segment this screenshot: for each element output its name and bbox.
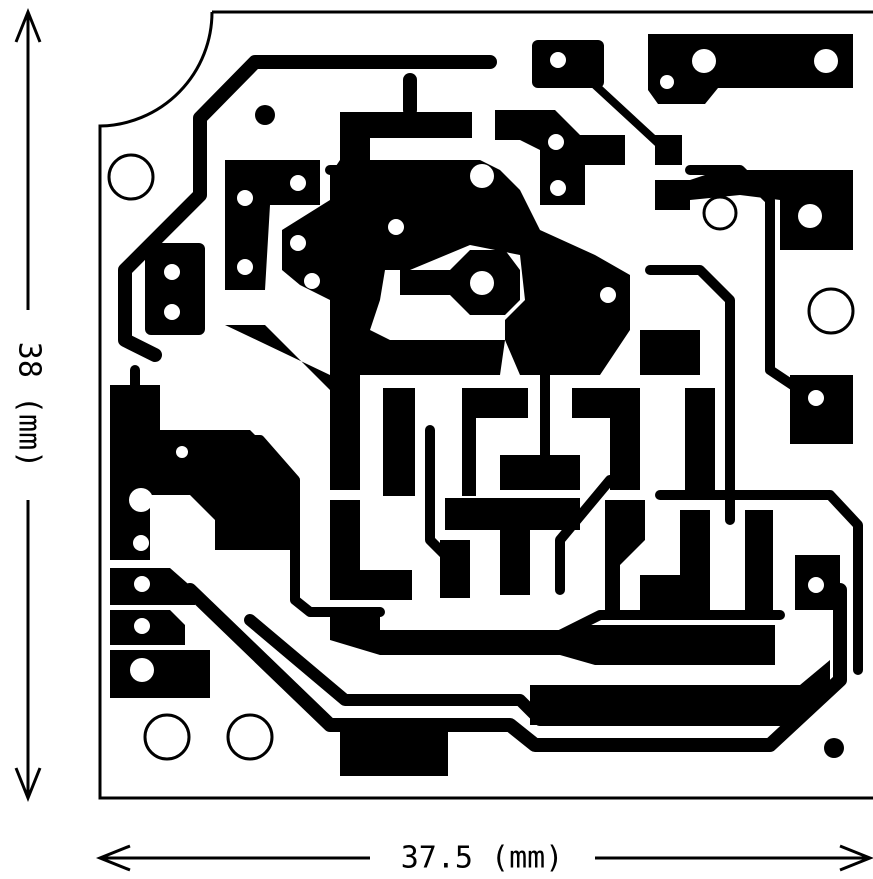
drill-hole [814, 49, 838, 73]
pad-col-3 [500, 455, 580, 490]
trace-right-loop [655, 490, 863, 675]
pad-top-center-right [532, 40, 604, 88]
drill-hole [134, 618, 150, 634]
mounting-hole [807, 287, 855, 335]
drill-hole [237, 190, 253, 206]
trace-right-l [645, 265, 735, 525]
mounting-hole [143, 713, 191, 761]
drill-hole [304, 273, 320, 289]
pad-bottom-center [340, 732, 448, 776]
drill-hole [164, 304, 180, 320]
drill-hole [133, 535, 149, 551]
pad-lower-right-1 [605, 500, 645, 610]
drill-hole [550, 52, 566, 68]
pour-left [110, 385, 290, 560]
drill-hole [290, 175, 306, 191]
trace-center-right [555, 475, 615, 595]
drill-hole [600, 287, 616, 303]
drill-hole [176, 446, 188, 458]
pad-upper-middle [495, 110, 625, 205]
trace-outer-left [118, 55, 497, 362]
trace-right-diagonal [591, 81, 664, 149]
height-arrow-top-icon [14, 7, 42, 43]
pad-small-right [655, 135, 682, 165]
pad-col-6 [685, 388, 715, 496]
pad-col-2 [462, 388, 528, 496]
mounting-hole [702, 195, 738, 231]
pad-col-5 [640, 330, 700, 375]
drill-hole [808, 577, 824, 593]
height-dimension: 38 (mm) [12, 7, 47, 803]
drill-hole [470, 271, 494, 295]
drill-hole [290, 235, 306, 251]
bar-bottom [330, 612, 775, 665]
drill-hole [134, 576, 150, 592]
fiducial [824, 738, 844, 758]
drill-hole [176, 405, 188, 417]
pad-lower-left-l [330, 500, 412, 600]
board-outline [98, 10, 873, 800]
pad-left-small [145, 243, 205, 335]
trace-bottom-long [183, 583, 847, 752]
pad-col-1 [383, 388, 415, 496]
mounting-hole [107, 153, 155, 201]
pad-right-upper [655, 170, 853, 250]
drill-hole [237, 259, 253, 275]
drill-hole [164, 264, 180, 280]
pad-left-middle [225, 325, 360, 490]
copper-pads [110, 34, 853, 776]
drill-hole [798, 204, 822, 228]
drill-hole [388, 219, 404, 235]
drill-hole [470, 164, 494, 188]
width-dimension: 37.5 (mm) [95, 841, 873, 876]
drill-hole [130, 658, 154, 682]
width-label: 37.5 (mm) [401, 841, 564, 876]
drill-hole [550, 180, 566, 196]
mounting-hole [226, 713, 274, 761]
drill-hole [548, 134, 564, 150]
drill-holes [129, 49, 844, 758]
pour-center [282, 112, 630, 375]
mounting-holes [107, 153, 855, 761]
drill-hole [660, 75, 674, 89]
pad-right-lower [790, 375, 853, 444]
width-arrow-right-icon [839, 844, 873, 872]
drill-hole [129, 488, 153, 512]
bar-bottom-lower [530, 660, 830, 725]
drill-hole [692, 49, 716, 73]
pad-col-4 [572, 388, 640, 490]
pad-left-bottom-1 [110, 568, 195, 605]
height-label: 38 (mm) [12, 342, 47, 468]
pad-center-oval [400, 250, 520, 315]
height-arrow-bottom-icon [14, 767, 42, 803]
drill-hole [808, 390, 824, 406]
pad-left-bottom-3 [110, 650, 210, 698]
fiducial [255, 105, 275, 125]
pad-lower-right-3 [745, 510, 773, 610]
pad-lower-mid [440, 540, 470, 598]
drill-hole [659, 281, 675, 297]
drill-hole [164, 360, 180, 376]
drill-hole [236, 342, 252, 358]
width-arrow-left-icon [95, 844, 131, 872]
pad-lower-t [445, 498, 580, 595]
pad-lower-right-2 [640, 510, 710, 610]
